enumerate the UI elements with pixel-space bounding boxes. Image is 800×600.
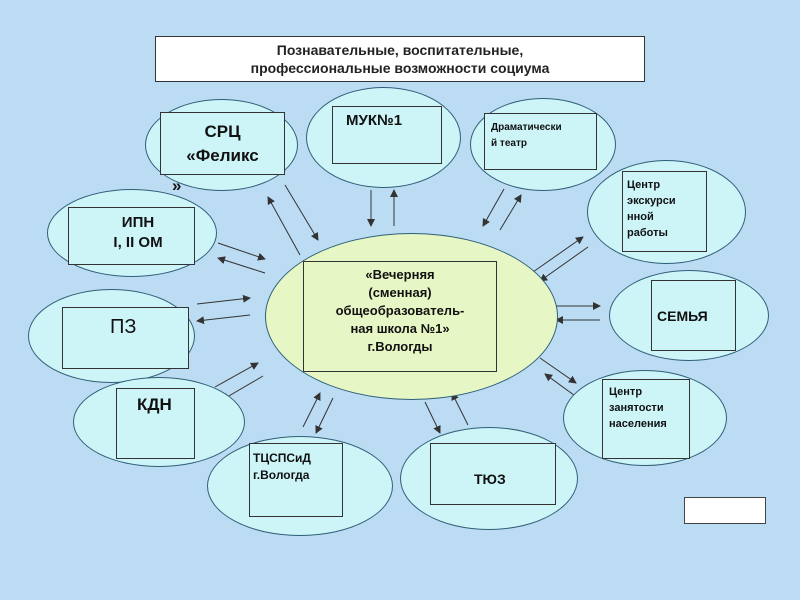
center-line-1: «Вечерняя — [365, 267, 435, 282]
node-drama-line-2: й театр — [491, 138, 527, 149]
node-employment-line-1: Центр — [609, 386, 643, 398]
node-ipn-line-1: ИПН — [121, 214, 155, 231]
arrow-drama-in — [482, 188, 505, 227]
node-excursion-box — [622, 171, 707, 252]
arrow-tyuz-out — [451, 392, 469, 426]
blank-box — [684, 497, 766, 524]
node-family-label: СЕМЬЯ — [657, 308, 708, 324]
node-tcsps-box — [249, 443, 343, 517]
node-excursion-line-3: нной — [627, 211, 654, 223]
arrow-tcsps-out — [315, 397, 334, 434]
arrow-src-out — [267, 196, 301, 256]
arrow-excursion-in — [539, 246, 589, 282]
node-ipn-box — [68, 207, 195, 265]
arrow-tcsps-in — [302, 392, 321, 428]
node-excursion-line-4: работы — [627, 227, 668, 239]
arrow-tyuz-in — [424, 401, 441, 434]
node-drama-line-1: Драматически — [491, 122, 562, 133]
node-src-label: СРЦ «Феликс — [160, 120, 285, 168]
node-ipn-line-2: I, II ОМ — [113, 234, 163, 251]
node-excursion-line-1: Центр — [627, 179, 661, 191]
node-tyuz-label: ТЮЗ — [474, 471, 506, 487]
diagram-title: Познавательные, воспитательные, професси… — [155, 36, 645, 82]
node-excursion-label: Центр экскурси нной работы — [627, 177, 676, 241]
center-school-node — [265, 233, 558, 400]
arrow-pz-in — [196, 294, 251, 305]
node-src-line-2: «Феликс — [186, 146, 259, 165]
node-employment-box — [602, 379, 690, 459]
node-employment-label: Центр занятости населения — [609, 384, 667, 432]
center-line-3: общеобразователь- — [335, 303, 465, 318]
node-ipn-label: ИПН I, II ОМ — [68, 213, 208, 253]
node-muk-box — [332, 106, 442, 164]
node-drama-label: Драматически й театр — [491, 120, 562, 152]
center-line-5: г.Вологды — [367, 339, 433, 354]
arrow-ipn-in — [217, 242, 266, 261]
arrow-excursion-out — [532, 236, 584, 273]
node-tyuz-box — [430, 443, 556, 505]
node-muk-label: МУК№1 — [346, 112, 403, 129]
arrow-pz-out — [196, 314, 251, 325]
arrow-employment-out — [539, 357, 577, 384]
node-tcsps-label: ТЦСПСиД г.Вологда — [253, 450, 311, 484]
node-src-box — [160, 112, 285, 175]
title-line-1: Познавательные, воспитательные, — [276, 42, 524, 58]
node-family-box — [651, 280, 736, 351]
node-drama-box — [484, 113, 597, 170]
arrow-src-in — [284, 184, 319, 241]
node-excursion-line-2: экскурси — [627, 195, 676, 207]
title-line-2: профессиональные возможности социума — [250, 60, 550, 76]
node-kdn-label: КДН — [137, 395, 172, 414]
node-src-line-1: СРЦ — [204, 122, 241, 141]
node-tcsps-line-1: ТЦСПСиД — [253, 451, 311, 465]
node-pz-label: ПЗ — [110, 316, 137, 338]
center-line-2: (сменная) — [368, 285, 432, 300]
node-kdn-box — [116, 388, 195, 459]
arrow-kdn-in — [214, 362, 259, 388]
center-line-4: ная школа №1» — [350, 321, 450, 336]
node-pz-box — [62, 307, 189, 369]
node-employment-line-3: населения — [609, 418, 667, 430]
arrow-ipn-out — [217, 256, 266, 274]
center-school-box: «Вечерняя (сменная) общеобразователь- на… — [303, 261, 497, 372]
arrow-drama-out — [499, 194, 522, 231]
node-src-line-3: » — [172, 176, 182, 195]
node-employment-line-2: занятости — [609, 402, 664, 414]
node-tcsps-line-2: г.Вологда — [253, 468, 310, 482]
